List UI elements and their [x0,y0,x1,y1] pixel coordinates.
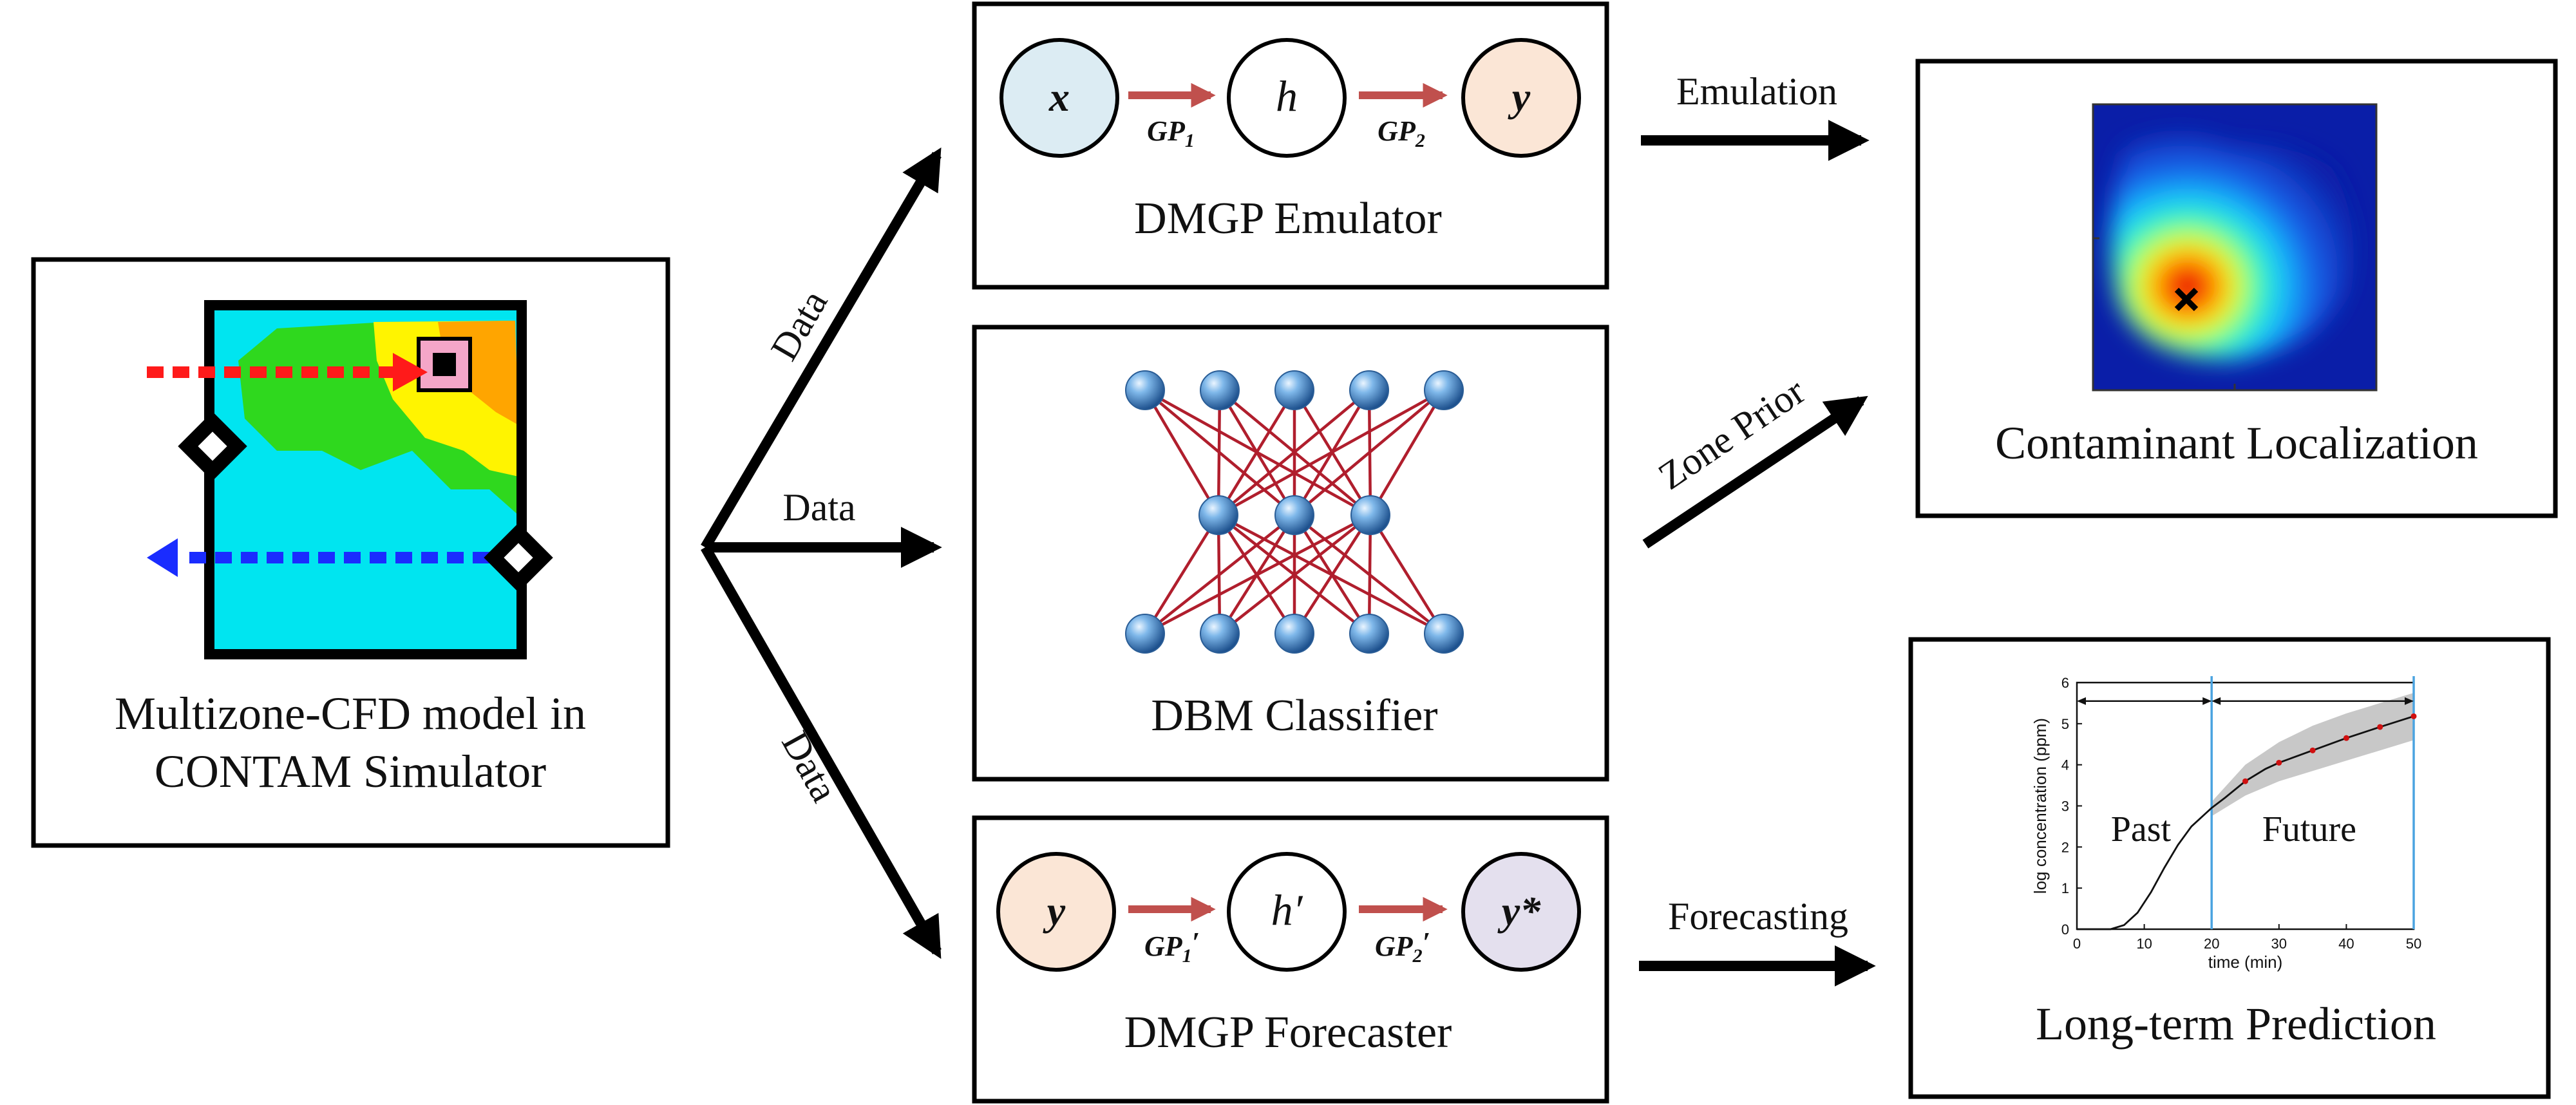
observed-point [2377,724,2383,730]
prediction-panel: 0 10 20 30 40 50 0 1 2 3 4 5 6 time (min) log concentr… [1908,637,2551,1099]
y-tick-label: 6 [2061,675,2069,691]
dbm-node [1424,370,1464,410]
prediction-frame [1908,637,2551,1099]
emulator-title: DMGP Emulator [1134,194,1442,243]
observed-point [2242,778,2248,784]
forecaster-hidden-label: h′ [1271,885,1303,934]
dbm-edge [1293,389,1445,516]
forecaster-output-label: y* [1497,888,1541,934]
emulator-hidden-label: h [1276,71,1298,120]
forecaster-gp2-label: GP2′ [1375,927,1430,967]
classifier-title: DBM Classifier [1151,691,1437,741]
dbm-edge [1369,514,1445,635]
observed-point [2410,713,2417,719]
prediction-chart: 0 10 20 30 40 50 0 1 2 3 4 5 6 time (min) log concentr… [2031,675,2421,972]
y-tick-label: 1 [2061,880,2069,896]
dbm-node [1125,614,1165,654]
series-line [2077,715,2414,930]
span-arrow-head [2202,697,2212,705]
dbm-node [1198,495,1238,535]
forecaster-output-node [1461,852,1581,972]
forecaster-gp1-label: GP1′ [1144,927,1200,967]
emulator-input-label: x [1048,74,1070,120]
dbm-edge [1293,514,1372,635]
y-axis-label: log concentration (ppm) [2031,718,2050,894]
x-tick-label: 0 [2073,936,2081,952]
x-tick-label: 30 [2271,936,2287,952]
y-tick-label: 4 [2061,757,2069,773]
localization-title: Contaminant Localization [1995,417,2478,469]
y-tick-label: 3 [2061,798,2069,815]
prediction-title: Long-term Prediction [2036,998,2436,1050]
span-arrow-head [2405,697,2414,705]
dbm-edge [1218,514,1372,635]
classifier-panel: DBM Classifier [972,325,1609,782]
output-arrows: Emulation Zone Prior Forecasting [1639,70,1876,987]
dbm-network [1125,370,1464,654]
simulator-caption-line1: Multizone-CFD model in [115,688,586,739]
dbm-node [1424,614,1464,654]
dbm-edge [1217,389,1445,516]
dbm-edge [1144,389,1220,516]
x-tick-label: 40 [2338,936,2354,952]
observed-point [2343,735,2349,741]
span-arrow-head [2211,697,2221,705]
future-label: Future [2262,809,2356,849]
forecaster-hidden-node [1227,852,1347,972]
source-cross-icon [2174,287,2199,312]
span-arrow-head [2077,697,2086,705]
x-axis-label: time (min) [2208,952,2283,972]
localization-panel: Contaminant Localization [1915,59,2558,518]
forecasting-label: Forecasting [1668,895,1848,938]
past-label: Past [2111,809,2172,849]
y-tick-label: 2 [2061,839,2069,855]
observed-point [2276,759,2282,766]
dbm-edge [1144,514,1296,635]
dbm-edge [1369,389,1445,516]
emulator-gp1-label: GP1 [1147,115,1195,151]
multizone-map-icon [147,300,553,659]
x-tick-label: 10 [2136,936,2152,952]
zone-prior-arrow [1642,395,1868,549]
y-tick-label: 5 [2061,716,2069,732]
emulator-panel: x h y GP1 GP2 DMGP Emulator [972,1,1609,290]
arrow-to-emulator [701,147,942,551]
x-tick-label: 20 [2204,936,2219,952]
dbm-edge [1217,389,1370,516]
forecaster-title: DMGP Forecaster [1124,1008,1452,1057]
heatmap-image [2092,103,2378,392]
emulator-gp2-label: GP2 [1378,115,1425,151]
emulator-hidden-node [1227,38,1347,158]
zone-prior-label: Zone Prior [1651,370,1812,498]
dbm-edge [1144,514,1372,635]
dbm-node [1125,370,1165,410]
forecaster-panel: y h′ y* GP1′ GP2′ DMGP Forecaster [972,815,1609,1104]
forecaster-input-node [996,852,1116,972]
confidence-band [2211,692,2414,817]
dbm-node [1274,495,1314,535]
dbm-edge [1144,514,1220,635]
observed-point [2309,747,2316,753]
dbm-node [1350,495,1390,535]
branch-label-middle: Data [782,486,855,529]
emulation-label: Emulation [1676,70,1837,113]
x-tick-label: 50 [2406,936,2421,952]
branch-arrows: Data Data Data [701,147,942,959]
arrow-to-forecaster [701,545,942,959]
emulator-output-node [1461,38,1581,158]
dbm-edge [1217,390,1222,516]
dbm-node [1200,370,1240,410]
y-tick-label: 0 [2061,921,2069,938]
dbm-node [1349,614,1389,654]
dbm-node [1200,614,1240,654]
dbm-edge [1217,389,1296,516]
dbm-node [1274,614,1314,654]
simulator-panel: Multizone-CFD model in CONTAM Simulator [31,257,670,848]
dbm-node [1274,370,1314,410]
simulator-caption-line2: CONTAM Simulator [155,746,546,797]
dbm-node [1349,370,1389,410]
emulator-input-node [999,38,1119,158]
